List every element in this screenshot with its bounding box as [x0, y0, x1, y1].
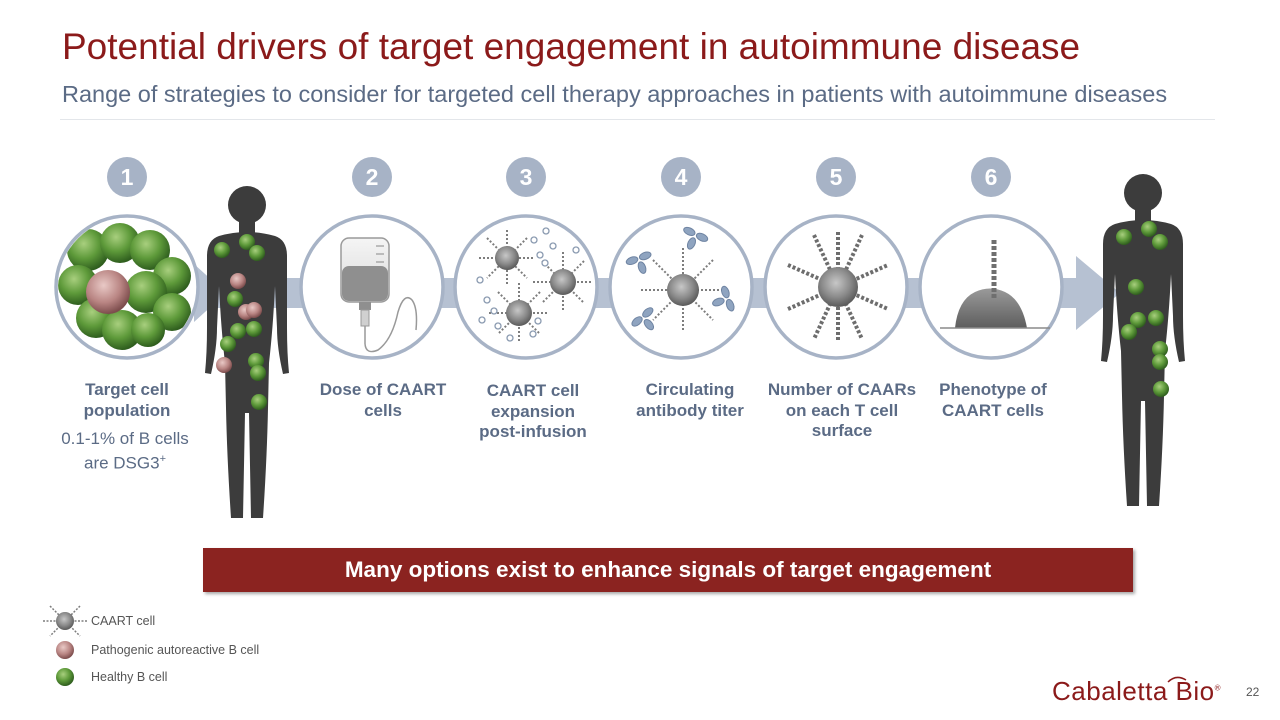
caart-cell-icon	[43, 605, 87, 637]
legend-caart-cell: CAART cell	[91, 614, 156, 628]
patient-silhouette-after	[1101, 174, 1185, 506]
target-cell-cluster-icon	[58, 223, 191, 350]
step-3-label: CAART cell expansion post-infusion	[479, 381, 587, 441]
caar-receptor-icon	[787, 232, 889, 342]
step-1-note: 0.1-1% of B cells are DSG3+	[61, 429, 189, 473]
expansion-circle	[453, 214, 599, 360]
legend-healthy-b-cell: Healthy B cell	[91, 670, 168, 684]
step-4-badge: 4	[661, 157, 701, 197]
step-6-badge: 6	[971, 157, 1011, 197]
brand-logo: Cabaletta Bio®	[1052, 676, 1222, 706]
step-4-label: Circulating antibody titer	[636, 380, 744, 420]
slide-title: Potential drivers of target engagement i…	[62, 26, 1081, 67]
patient-silhouette-before	[205, 186, 289, 518]
step-5-label: Number of CAARs on each T cell surface	[767, 380, 917, 440]
step-2-label: Dose of CAART cells	[319, 380, 447, 420]
step-3-badge: 3	[506, 157, 546, 197]
step-1-badge: 1	[107, 157, 147, 197]
step-2-badge: 2	[352, 157, 392, 197]
antibody-titer-icon	[625, 226, 735, 332]
legend-pathogenic-b-cell: Pathogenic autoreactive B cell	[91, 643, 260, 657]
page-number: 22	[1246, 685, 1260, 699]
step-6-label: Phenotype of CAART cells	[939, 380, 1047, 420]
healthy-b-cell-icon	[56, 668, 74, 686]
title-divider	[60, 119, 1215, 120]
key-message-banner: Many options exist to enhance signals of…	[203, 548, 1133, 592]
step-1-label: Target cell population	[83, 380, 171, 420]
pathogenic-b-cell-icon	[56, 641, 74, 659]
step-5-badge: 5	[816, 157, 856, 197]
slide-subtitle: Range of strategies to consider for targ…	[62, 81, 1168, 107]
brand-logo-mark	[1167, 676, 1187, 683]
phenotype-circle	[918, 214, 1064, 360]
caart-expansion-icon	[476, 227, 593, 343]
iv-bag-icon	[340, 237, 418, 353]
phenotype-icon	[940, 240, 1050, 329]
